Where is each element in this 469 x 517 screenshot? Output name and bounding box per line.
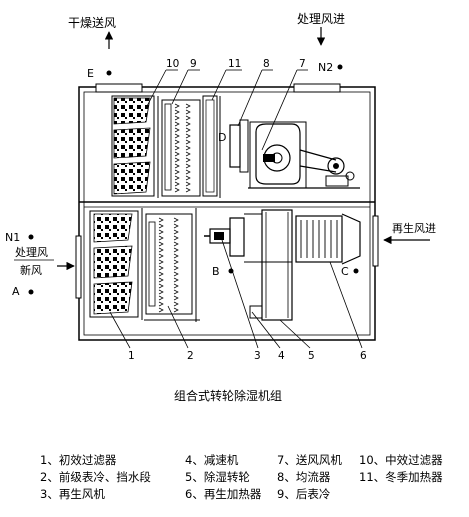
primary-filter-panel-2	[93, 245, 133, 279]
point-n2-dot	[337, 64, 343, 70]
callout-4: 4	[278, 350, 285, 362]
callout-2: 2	[187, 350, 194, 362]
callout-9: 9	[190, 58, 197, 70]
coil-fin	[174, 169, 191, 175]
medium-filter-panel-3	[113, 161, 151, 195]
coil-fin	[158, 283, 179, 289]
point-n1-dot	[28, 234, 34, 240]
legend-item: 2、前级表冷、挡水段	[40, 470, 151, 484]
coil-fin	[174, 121, 191, 127]
diagram-caption: 组合式转轮除湿机组	[174, 388, 282, 403]
supply-fan-housing	[249, 121, 307, 189]
fresh-air-label: 新风	[20, 263, 42, 277]
winter-heater	[202, 95, 218, 197]
post-cooler	[161, 99, 201, 197]
medium-filter-panel-2	[113, 127, 151, 159]
point-n1-label: N1	[5, 231, 20, 244]
coil-fin	[174, 181, 191, 187]
legend-item: 11、冬季加热器	[359, 470, 443, 484]
process-inlet	[293, 83, 341, 93]
legend-item: 9、后表冷	[277, 487, 331, 501]
legend-item: 8、均流器	[277, 470, 331, 484]
coil-fin	[158, 217, 179, 223]
point-a-label: A	[12, 285, 20, 298]
point-c-dot	[353, 268, 359, 274]
legend-item: 1、初效过滤器	[40, 453, 117, 467]
dry-supply-label: 干燥送风	[68, 15, 116, 30]
legend-item: 3、再生风机	[40, 487, 105, 501]
coil-fin	[174, 139, 191, 145]
process-in-top-label: 处理风进	[297, 12, 345, 26]
component-legend: 1、初效过滤器 4、减速机 7、送风风机 10、中效过滤器 2、前级表冷、挡水段…	[40, 452, 469, 503]
flow-equalizer	[229, 124, 241, 168]
coil-fin	[158, 229, 179, 235]
coil-fin	[158, 241, 179, 247]
callout-3: 3	[254, 350, 261, 362]
coil-fin	[174, 127, 191, 133]
legend-item: 4、减速机	[185, 453, 239, 467]
point-a-dot	[28, 289, 34, 295]
callout-6: 6	[360, 350, 367, 362]
coil-fin	[174, 187, 191, 193]
callout-8: 8	[263, 58, 270, 70]
coil-fin	[158, 235, 179, 241]
point-e-label: E	[87, 67, 94, 80]
medium-filter-panel-1	[113, 97, 151, 125]
coil-fin	[158, 223, 179, 229]
coil-fin	[158, 295, 179, 301]
coil-fin	[158, 271, 179, 277]
pre-cooler	[145, 213, 193, 315]
coil-fin	[158, 253, 179, 259]
legend-item: 10、中效过滤器	[359, 453, 443, 467]
coil-fin	[174, 175, 191, 181]
process-air-label: 处理风	[15, 246, 48, 259]
desiccant-wheel	[261, 209, 293, 321]
legend-item: 5、除湿转轮	[185, 470, 250, 484]
unit-housing	[78, 86, 376, 341]
callout-7: 7	[299, 58, 306, 70]
coil-fin	[174, 151, 191, 157]
supply-fan-motor-pulley	[327, 157, 345, 175]
point-n2-label: N2	[318, 61, 333, 74]
callout-11: 11	[228, 58, 241, 70]
legend-row-1: 1、初效过滤器 4、减速机 7、送风风机 10、中效过滤器	[40, 452, 469, 469]
point-c-label: C	[341, 265, 349, 278]
regen-heater	[295, 215, 343, 263]
legend-row-3: 3、再生风机 6、再生加热器 9、后表冷	[40, 486, 469, 503]
primary-filter-panel-3	[93, 281, 133, 315]
point-e-dot	[106, 70, 112, 76]
coil-fin	[158, 277, 179, 283]
legend-item	[359, 486, 469, 503]
coil-fin	[158, 259, 179, 265]
coil-fin	[174, 115, 191, 121]
coil-fin	[158, 289, 179, 295]
coil-fin	[174, 109, 191, 115]
coil-fin	[174, 103, 191, 109]
coil-fin	[158, 247, 179, 253]
legend-item: 7、送风风机	[277, 453, 342, 467]
coil-fin	[174, 163, 191, 169]
legend-row-2: 2、前级表冷、挡水段 5、除湿转轮 8、均流器 11、冬季加热器	[40, 469, 469, 486]
legend-item: 6、再生加热器	[185, 487, 262, 501]
coil-fin	[158, 307, 179, 313]
primary-filter-panel-1	[93, 213, 133, 243]
point-d-label: D	[218, 131, 226, 144]
coil-fin	[174, 133, 191, 139]
callout-5: 5	[308, 350, 315, 362]
coil-fin	[158, 265, 179, 271]
regen-fan	[229, 217, 245, 257]
regen-in-label: 再生风进	[392, 221, 436, 235]
callout-1: 1	[128, 350, 135, 362]
point-b-label: B	[212, 265, 220, 278]
coil-fin	[174, 145, 191, 151]
supply-outlet	[95, 83, 143, 93]
coil-fin	[174, 157, 191, 163]
callout-10: 10	[166, 58, 179, 70]
coil-fin	[158, 301, 179, 307]
